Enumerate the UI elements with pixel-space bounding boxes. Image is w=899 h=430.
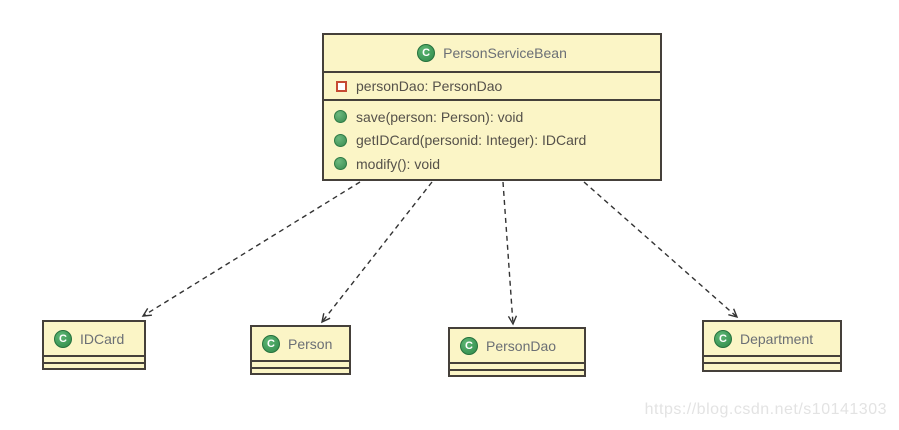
class-icon: C [714,329,732,348]
class-header: C PersonDao [450,329,584,362]
method-text: modify(): void [356,155,441,172]
class-title: Department [740,330,814,347]
class-icon: C [54,329,72,348]
empty-fields-compartment [44,355,144,362]
method-row: modify(): void [324,156,660,172]
class-title: IDCard [80,330,125,347]
class-title: PersonDao [486,337,557,354]
field-text: personDao: PersonDao [356,78,503,94]
field-row: personDao: PersonDao [324,78,660,94]
class-header: C PersonServiceBean [324,35,660,73]
empty-methods-compartment [252,367,349,373]
class-icon: C [460,336,478,355]
dependency-arrow-to-person [321,181,433,324]
empty-fields-compartment [704,355,840,362]
class-title: PersonServiceBean [443,45,567,61]
public-method-icon [334,133,347,147]
class-header: C IDCard [44,322,144,355]
class-title: Person [288,335,333,352]
private-field-icon [336,80,347,92]
dependency-arrow-to-idcard [141,181,361,317]
empty-methods-compartment [44,362,144,368]
empty-methods-compartment [704,362,840,370]
class-icon: C [417,44,436,62]
methods-compartment: save(person: Person): void getIDCard(per… [324,101,660,179]
method-row: save(person: Person): void [324,109,660,125]
class-box-persondao: C PersonDao [448,327,586,377]
class-icon: C [262,334,280,353]
watermark-text: https://blog.csdn.net/s10141303 [644,401,887,418]
public-method-icon [334,157,347,170]
dependency-arrow-to-persondao [502,181,518,326]
empty-fields-compartment [252,360,349,367]
fields-compartment: personDao: PersonDao [324,73,660,101]
class-header: C Department [704,322,840,355]
class-header: C Person [252,327,349,360]
method-row: getIDCard(personid: Integer): IDCard [324,132,660,148]
public-method-icon [334,110,347,123]
class-box-department: C Department [702,320,842,372]
empty-fields-compartment [450,362,584,369]
class-box-idcard: C IDCard [42,320,146,370]
method-text: getIDCard(personid: Integer): IDCard [356,132,587,148]
empty-methods-compartment [450,369,584,375]
method-text: save(person: Person): void [356,108,524,125]
class-box-personservicebean: C PersonServiceBean personDao: PersonDao… [322,33,662,181]
class-box-person: C Person [250,325,351,375]
dependency-arrow-to-department [583,181,739,319]
